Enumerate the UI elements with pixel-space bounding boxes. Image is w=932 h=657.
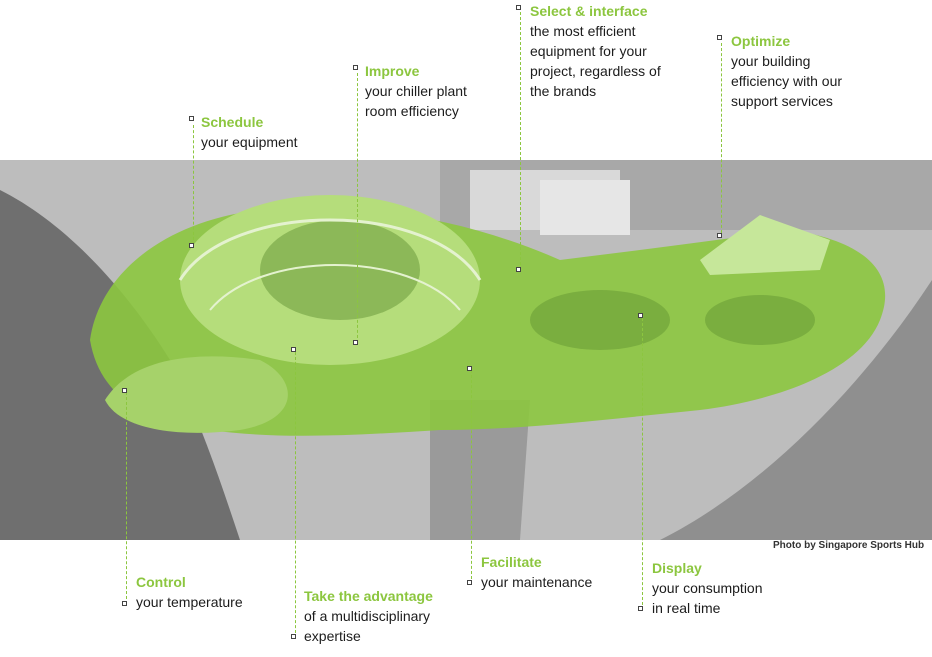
callout-schedule: Schedule your equipment [201,112,298,152]
leader-line-optimize [721,43,722,238]
marker-display-label [638,606,643,611]
callout-desc: your equipment [201,134,298,150]
callout-facilitate: Facilitate your maintenance [481,552,592,592]
callout-select: Select & interface the most efficient eq… [530,1,661,101]
callout-desc: the most efficient equipment for your pr… [530,23,661,99]
callout-control: Control your temperature [136,572,243,612]
leader-line-select [520,12,521,270]
marker-control-point [122,388,127,393]
photo-credit: Photo by Singapore Sports Hub [773,540,925,551]
marker-advantage-point [291,347,296,352]
callout-optimize: Optimize your building efficiency with o… [731,31,842,111]
leader-line-advantage [295,352,296,638]
stadium-illustration [0,160,932,540]
stadium-aerial-photo [0,160,932,540]
callout-display: Display your consumption in real time [652,558,763,618]
marker-optimize-point [717,233,722,238]
callout-desc: your maintenance [481,574,593,590]
callout-desc: your chiller plant room efficiency [365,83,467,119]
marker-select-label [516,5,521,10]
callout-improve: Improve your chiller plant room efficien… [365,61,467,121]
leader-line-facilitate [471,370,472,584]
marker-improve-label [353,65,358,70]
leader-line-control [126,392,127,604]
callout-title: Improve [365,63,420,79]
leader-line-schedule [193,125,194,245]
callout-desc: your consumption in real time [652,580,763,616]
marker-control-label [122,601,127,606]
callout-desc: your building efficiency with our suppor… [731,53,843,109]
callout-desc: of a multidisciplinary expertise [304,608,431,644]
callout-title: Display [652,560,702,576]
marker-schedule-point [189,243,194,248]
leader-line-improve [357,73,358,343]
callout-title: Optimize [731,33,791,49]
marker-select-point [516,267,521,272]
marker-facilitate-point [467,366,472,371]
marker-schedule-label [189,116,194,121]
callout-desc: your temperature [136,594,243,610]
callout-title: Control [136,574,186,590]
callout-title: Select & interface [530,3,648,19]
callout-title: Take the advantage [304,588,433,604]
marker-facilitate-label [467,580,472,585]
callout-title: Schedule [201,114,264,130]
leader-line-display [642,318,643,610]
marker-advantage-label [291,634,296,639]
callout-title: Facilitate [481,554,542,570]
marker-optimize-label [717,35,722,40]
marker-improve-point [353,340,358,345]
callout-advantage: Take the advantage of a multidisciplinar… [304,586,433,646]
marker-display-point [638,313,643,318]
